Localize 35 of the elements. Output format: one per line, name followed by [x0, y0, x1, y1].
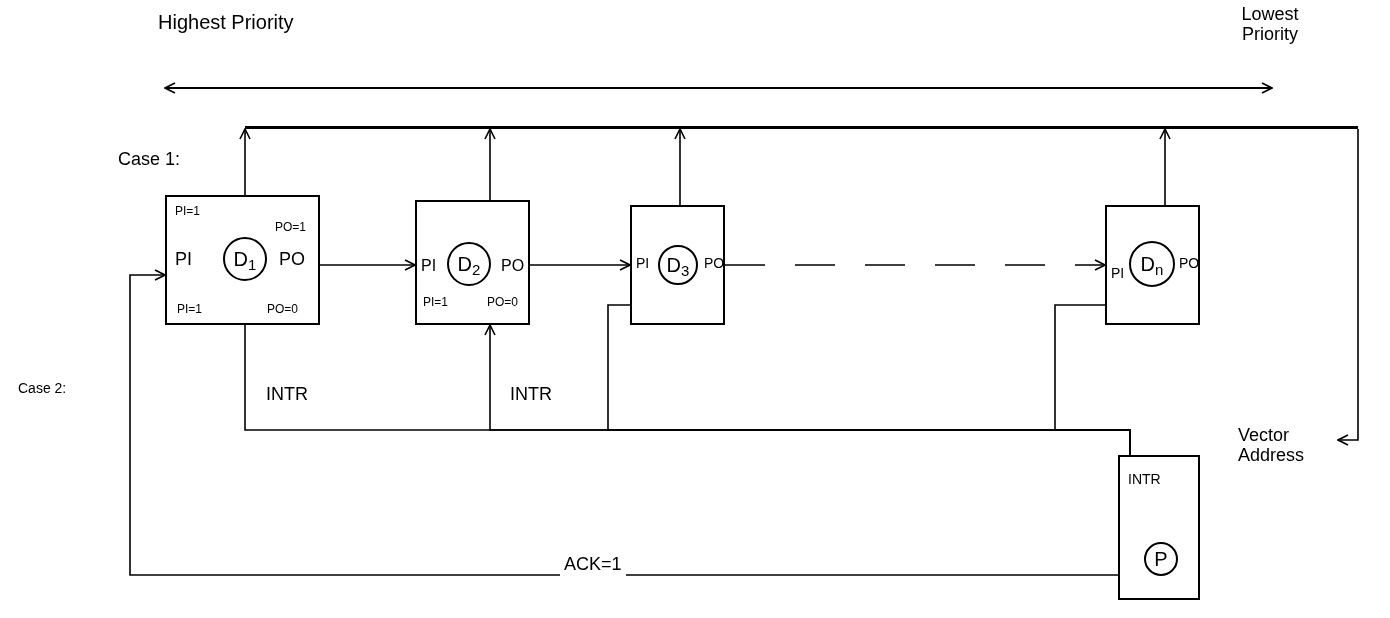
processor-box [1118, 455, 1200, 600]
port-label: PI [421, 256, 437, 276]
priority-label: Lowest Priority [1240, 4, 1300, 44]
arrow [724, 259, 1106, 271]
port-label: PO [1179, 254, 1200, 273]
device-box [165, 195, 320, 325]
arrow [1159, 128, 1171, 206]
vector-address-text: Vector Address [1238, 425, 1338, 475]
device-box [1105, 205, 1200, 325]
arrow [529, 259, 631, 271]
bus-line [245, 126, 1358, 129]
port-label: PO [704, 254, 725, 273]
arrow [484, 128, 496, 201]
device-box [630, 205, 725, 325]
port-label: PI [1111, 264, 1125, 283]
port-label: PI=1 [175, 203, 201, 219]
port-label: PO [279, 248, 305, 271]
port-label: PO=0 [267, 301, 299, 317]
port-label: PO=1 [275, 219, 307, 235]
priority-label: Highest Priority [158, 10, 294, 35]
port-label: PO [501, 256, 525, 276]
device-box [415, 200, 530, 325]
port-label: PI [175, 248, 192, 271]
arrow [129, 269, 1119, 576]
port-label: PI=1 [177, 301, 203, 317]
case-label: Case 2: [18, 379, 67, 398]
arrow [239, 128, 251, 196]
port-label: INTR [1128, 470, 1161, 489]
arrow [1337, 128, 1359, 446]
case-label: Case 1: [118, 148, 181, 171]
arrow [319, 259, 416, 271]
port-label: PO=0 [487, 294, 519, 310]
port-label: PI=1 [423, 294, 449, 310]
arrow [674, 128, 686, 206]
port-label: PI [636, 254, 650, 273]
